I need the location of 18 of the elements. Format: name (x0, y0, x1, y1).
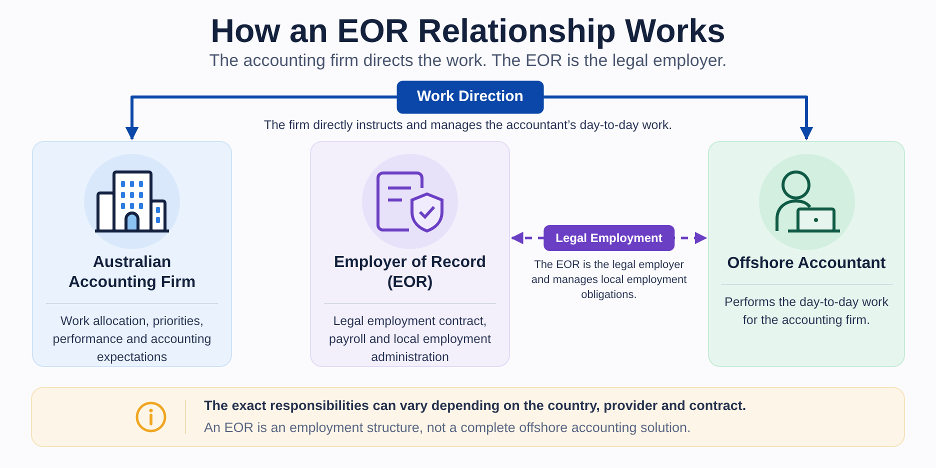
edge-label: Legal Employment (544, 225, 674, 251)
card-description: Legal employment contract, payroll and local employment administration (328, 313, 492, 366)
annotation-text: The firm directly instructs and manages the accountant’s day-to-day work. (264, 117, 672, 134)
card-description: Performs the day-to-day work for the accounting firm. (724, 294, 890, 329)
subtitle: The accounting firm directs the work. The EOR is the legal employer. (209, 50, 727, 72)
note-text: The exact responsibilities can vary depending on the country, provider and contract. (204, 396, 746, 415)
annotation-text: The EOR is the legal employer and manages local employment obligations. (530, 258, 688, 303)
role-card (310, 141, 510, 367)
card-description: Work allocation, priorities, performance and accounting expectations (52, 313, 212, 366)
role-card (708, 141, 905, 367)
edge-label: Work Direction (397, 80, 544, 114)
role-card (32, 141, 232, 367)
card-heading: Australian Accounting Firm (67, 253, 197, 294)
title: How an EOR Relationship Works (210, 11, 726, 51)
note-text: An EOR is an employment structure, not a complete offshore accounting solution. (204, 419, 692, 437)
note-box (31, 387, 905, 447)
card-heading: Employer of Record (EOR) (332, 253, 488, 294)
card-heading: Offshore Accountant (726, 254, 886, 274)
